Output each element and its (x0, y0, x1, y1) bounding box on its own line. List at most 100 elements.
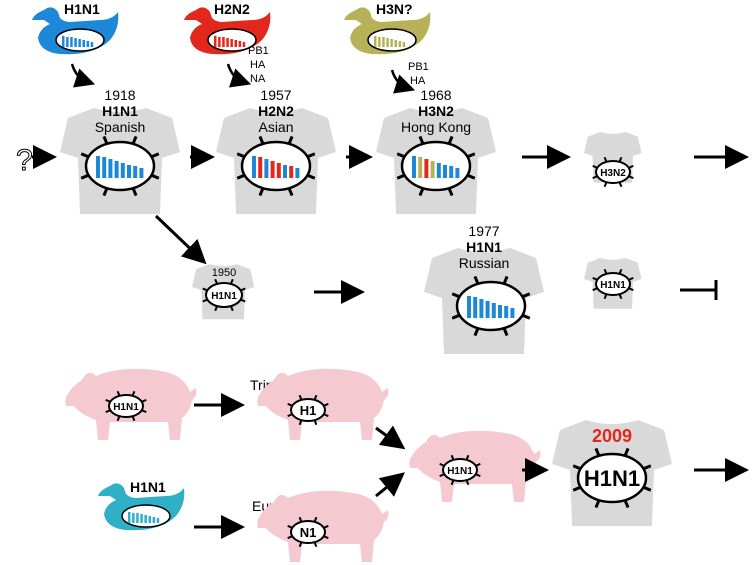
pandemic-1918-year: 1918 (104, 87, 135, 103)
gene-segment-bar (430, 161, 435, 178)
pandemic-1918-subtype: H1N1 (102, 103, 138, 119)
virus-spike (521, 292, 531, 299)
gene-segment-bar (90, 42, 94, 47)
virus-reassortant (439, 454, 481, 486)
virus-spike (592, 276, 598, 281)
pandemic-1968-subtype: H3N2 (418, 103, 454, 119)
duck-h3 (344, 7, 431, 55)
h3-segment-ha: HA (410, 75, 426, 87)
virus-spike (502, 275, 509, 285)
virus-spike (642, 485, 652, 492)
gene-segment-bar (295, 168, 300, 178)
virus-spike (298, 419, 303, 426)
virus-spike (306, 173, 316, 180)
duck-h3-label: H3N? (376, 1, 413, 17)
gene-segment-bar (70, 37, 73, 47)
virus-spike (618, 181, 623, 188)
virus-pig1-label: H1N1 (113, 402, 139, 413)
virus-h1n1-small (592, 268, 634, 300)
virus-h3n2-label: H3N2 (600, 168, 626, 179)
virus-eurasian (287, 516, 329, 548)
virus-spike (466, 152, 476, 159)
gene-segment-bar (510, 308, 515, 318)
gene-segment-bar (222, 37, 225, 47)
virus-spike (131, 135, 138, 145)
virus-spike (131, 187, 138, 197)
gene-segment-bar (504, 306, 509, 318)
virus-spike (396, 152, 406, 159)
virus-spike (287, 135, 294, 145)
virus-spike (323, 535, 329, 540)
virus-spike (236, 173, 246, 180)
arrow-duck1-down (70, 63, 96, 88)
h2n2-segment-ha: HA (250, 59, 266, 71)
virus-spike (298, 394, 303, 401)
gene-segment-bar (82, 40, 85, 47)
pandemic-1957-name: Asian (258, 119, 293, 135)
virus-spike (465, 454, 470, 461)
gene-segment-bar (144, 515, 147, 523)
gene-segment-bar (218, 37, 221, 47)
gene-segment-bar (374, 36, 377, 47)
gene-segment-bar (386, 38, 389, 47)
virus-1950-year: 1950 (212, 267, 236, 279)
gene-segment-bar (283, 165, 287, 178)
virus-spike (131, 415, 136, 422)
virus-spike (150, 173, 160, 180)
virus-spike (258, 187, 265, 197)
arrow-triple-merge (375, 425, 406, 450)
duck-h1n1-bottom-label: H1N1 (130, 479, 166, 495)
duck-h2n2 (184, 7, 271, 55)
virus-spike (451, 313, 461, 320)
gene-segment-bar (102, 157, 107, 178)
virus-spike (618, 268, 623, 275)
gene-segment-bar (140, 514, 143, 523)
virus-spike (116, 390, 121, 397)
virus-spike (603, 181, 608, 188)
virus-reassortant-label: H1N1 (447, 466, 473, 477)
virus-spike (451, 292, 461, 299)
virus-spike (116, 415, 121, 422)
virus-triple-label: H1 (300, 403, 317, 418)
pandemic-1968-year: 1968 (420, 87, 451, 103)
virus-h1n1-small-label: H1N1 (600, 280, 626, 291)
pandemic-1957-year: 1957 (260, 87, 291, 103)
gene-segment-bar (491, 303, 496, 318)
virus-spike (313, 516, 318, 523)
virus-spike (465, 479, 470, 486)
arrow-1918-1950 (154, 214, 207, 265)
gene-segment-bar (382, 37, 385, 47)
virus-spike (594, 447, 601, 457)
virus-spike (396, 173, 406, 180)
virus-spike (105, 398, 111, 403)
gene-segment-bar (242, 42, 246, 47)
duck-h2n2-label: H2N2 (214, 1, 250, 17)
virus-spike (323, 413, 329, 418)
gene-segment-bar (96, 156, 100, 178)
virus-pig1 (105, 390, 147, 422)
virus-spike (628, 287, 634, 292)
virus-spike (287, 524, 293, 529)
virus-spike (628, 276, 634, 281)
arrow-duck3-down (390, 69, 416, 94)
virus-spike (102, 187, 109, 197)
gene-segment-bar (398, 41, 402, 47)
virus-spike (521, 313, 531, 320)
pandemic-1977-name: Russian (459, 255, 510, 271)
virus-spike (131, 390, 136, 397)
virus-spike (313, 541, 318, 548)
virus-spike (475, 473, 481, 478)
virus-spike (642, 464, 652, 471)
gene-segment-bar (498, 305, 502, 318)
virus-spike (418, 187, 425, 197)
gene-segment-bar (473, 297, 478, 318)
virus-spike (502, 327, 509, 337)
virus-spike (258, 135, 265, 145)
gene-segment-bar (390, 39, 393, 47)
virus-spike (418, 135, 425, 145)
virus-2009 (572, 447, 652, 509)
virus-spike (306, 152, 316, 159)
virus-spike (447, 135, 454, 145)
gene-segment-bar (86, 41, 90, 47)
